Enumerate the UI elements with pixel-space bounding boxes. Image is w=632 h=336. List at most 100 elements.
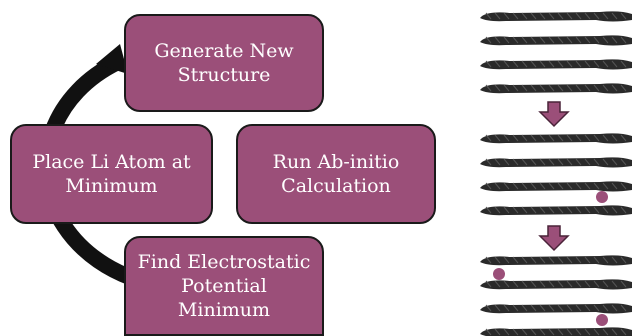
- layer-texture: [593, 304, 600, 312]
- layer-texture: [512, 256, 519, 264]
- layer-texture: [620, 36, 627, 44]
- layer-texture: [503, 12, 510, 20]
- layer-texture: [530, 134, 537, 142]
- layer-texture: [557, 280, 564, 288]
- layer-texture: [620, 304, 627, 312]
- layer-texture: [485, 256, 492, 264]
- layer-body: [480, 327, 632, 336]
- layer-texture: [593, 60, 600, 68]
- layer-texture: [548, 158, 555, 166]
- process-arrows: [538, 101, 570, 252]
- layer-texture: [485, 134, 492, 142]
- layer-texture: [530, 280, 537, 288]
- layer-texture: [539, 84, 546, 92]
- layer-texture: [494, 84, 501, 92]
- layer-texture: [593, 280, 600, 288]
- layer-body: [480, 303, 632, 314]
- graphene-layer: [480, 181, 632, 192]
- layer-texture: [575, 12, 582, 20]
- layer-body: [480, 181, 632, 192]
- layer-texture: [620, 84, 627, 92]
- layer-texture: [584, 280, 591, 288]
- layer-body: [480, 35, 632, 46]
- layer-texture: [620, 280, 627, 288]
- layer-texture: [530, 60, 537, 68]
- layer-texture: [602, 280, 609, 288]
- graphene-layer: [480, 255, 632, 266]
- layer-texture: [593, 12, 600, 20]
- layer-texture: [494, 304, 501, 312]
- layer-texture: [548, 206, 555, 214]
- layer-texture: [539, 158, 546, 166]
- graphene-layer-stack: [480, 11, 632, 336]
- layer-texture: [584, 12, 591, 20]
- layer-texture: [503, 134, 510, 142]
- layer-texture: [521, 206, 528, 214]
- layer-texture: [494, 158, 501, 166]
- layer-texture: [503, 84, 510, 92]
- layer-texture: [611, 134, 618, 142]
- layer-texture: [539, 36, 546, 44]
- layer-texture: [584, 206, 591, 214]
- layer-texture: [611, 12, 618, 20]
- layer-texture: [557, 36, 564, 44]
- layer-texture: [575, 206, 582, 214]
- layer-texture: [494, 280, 501, 288]
- layer-texture: [494, 256, 501, 264]
- layer-texture: [485, 304, 492, 312]
- layer-texture: [485, 12, 492, 20]
- layer-texture: [575, 36, 582, 44]
- lithium-atoms: [493, 191, 608, 326]
- graphene-layer: [480, 205, 632, 216]
- layer-texture: [566, 158, 573, 166]
- layer-texture: [530, 328, 537, 336]
- cycle-arrowhead: [96, 44, 128, 74]
- layer-texture: [503, 328, 510, 336]
- layer-texture: [575, 280, 582, 288]
- layer-texture: [521, 134, 528, 142]
- layer-texture: [503, 158, 510, 166]
- layer-texture: [602, 12, 609, 20]
- layer-texture: [557, 206, 564, 214]
- layer-texture: [584, 328, 591, 336]
- layer-texture: [602, 304, 609, 312]
- layer-texture: [611, 84, 618, 92]
- layer-texture: [530, 158, 537, 166]
- layer-texture: [539, 134, 546, 142]
- layer-texture: [602, 182, 609, 190]
- layer-texture: [593, 206, 600, 214]
- layer-texture: [602, 158, 609, 166]
- layer-texture: [611, 328, 618, 336]
- layer-body: [480, 59, 632, 70]
- layer-texture: [566, 84, 573, 92]
- layer-body: [480, 83, 632, 94]
- layer-texture: [611, 280, 618, 288]
- layer-texture: [584, 60, 591, 68]
- layer-texture: [566, 206, 573, 214]
- layer-texture: [539, 12, 546, 20]
- layer-texture: [584, 158, 591, 166]
- layer-body: [480, 255, 632, 266]
- layer-texture: [512, 328, 519, 336]
- layer-texture: [512, 206, 519, 214]
- layer-texture: [494, 206, 501, 214]
- layer-texture: [512, 304, 519, 312]
- li-atom: [493, 268, 505, 280]
- layer-texture: [566, 36, 573, 44]
- layer-texture: [530, 84, 537, 92]
- layer-texture: [530, 206, 537, 214]
- layer-texture: [485, 84, 492, 92]
- layer-texture: [566, 304, 573, 312]
- down-arrow: [538, 225, 570, 252]
- layer-texture: [512, 280, 519, 288]
- layer-texture: [530, 36, 537, 44]
- layer-texture: [503, 206, 510, 214]
- layer-texture: [539, 60, 546, 68]
- layer-texture: [557, 256, 564, 264]
- layer-texture: [611, 304, 618, 312]
- layer-texture: [539, 280, 546, 288]
- layer-texture: [620, 60, 627, 68]
- layer-texture: [494, 60, 501, 68]
- layer-texture: [548, 304, 555, 312]
- layer-texture: [485, 36, 492, 44]
